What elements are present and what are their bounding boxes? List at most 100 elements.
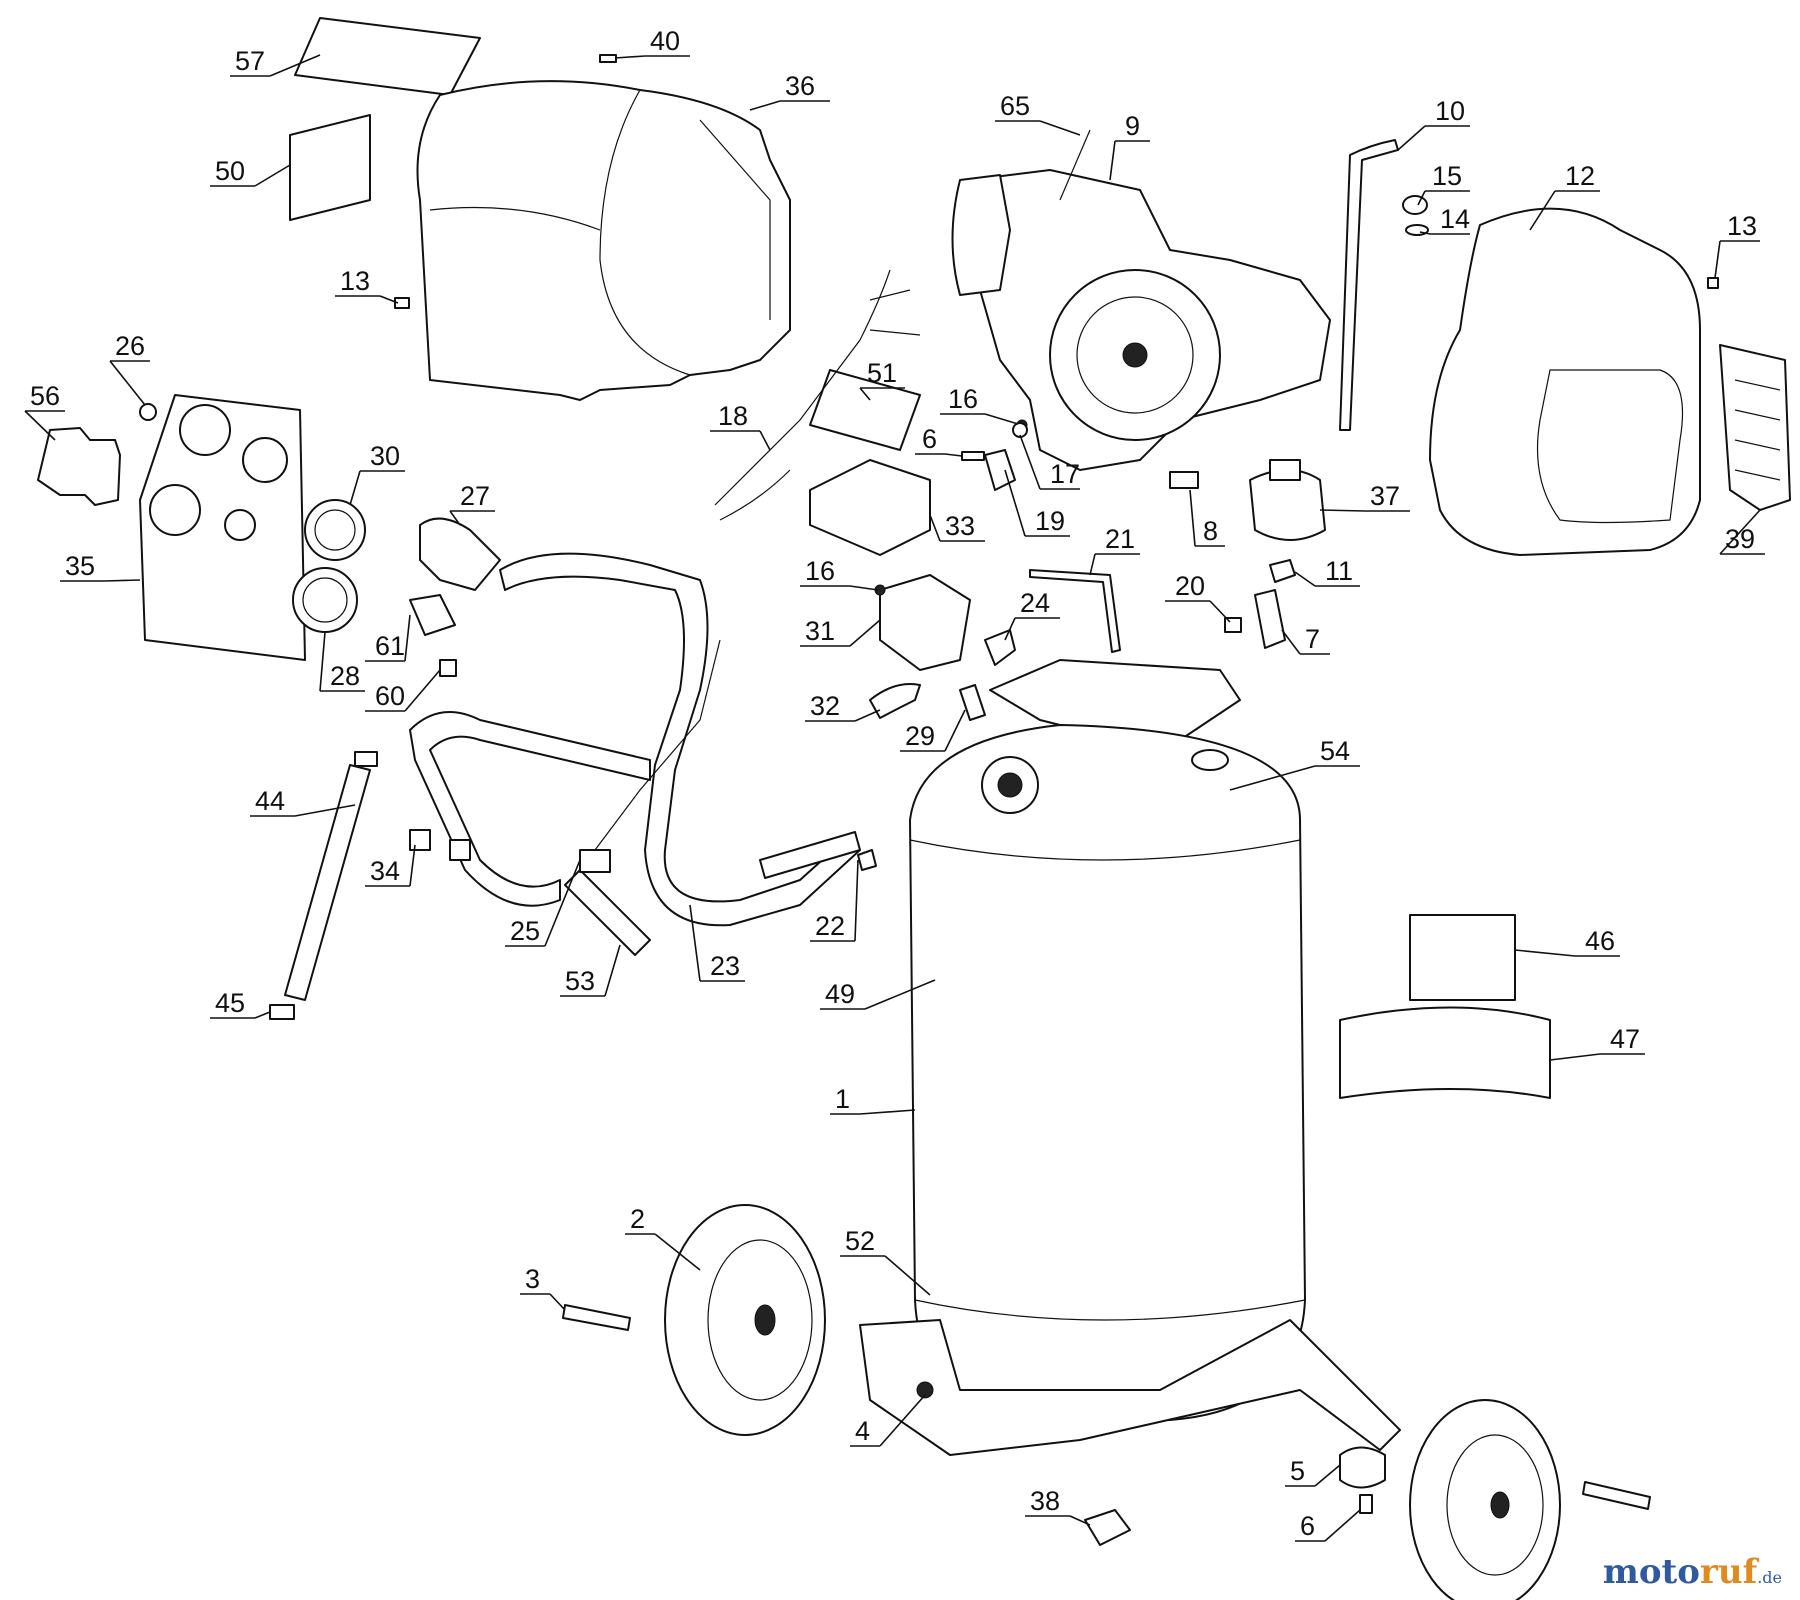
leader-line-26 <box>109 360 146 406</box>
part-label-25: 25 <box>510 916 540 946</box>
fitting-11 <box>1269 559 1296 583</box>
gauge-30-face <box>314 509 356 551</box>
part-label-13b: 13 <box>340 266 370 296</box>
axle-bolt-3 <box>562 1304 631 1331</box>
part-label-19: 19 <box>1035 506 1065 536</box>
panel-hole-3 <box>149 484 201 536</box>
part-label-21: 21 <box>1105 524 1135 554</box>
leader-line-1 <box>859 1109 916 1115</box>
watermark-part-2: ruf <box>1699 1552 1758 1592</box>
pump-hub <box>1122 342 1148 368</box>
part-label-56: 56 <box>30 381 60 411</box>
filter-cap <box>1269 459 1301 481</box>
part-label-1: 1 <box>835 1084 850 1114</box>
part-label-40: 40 <box>650 26 680 56</box>
part-label-30: 30 <box>370 441 400 471</box>
part-label-37: 37 <box>1370 481 1400 511</box>
leader-line-16 <box>984 413 1019 425</box>
part-label-6: 6 <box>922 424 937 454</box>
fitting-24 <box>984 629 1016 666</box>
leader-line-40 <box>614 55 646 59</box>
grille-slat <box>1734 379 1781 391</box>
leader-line-23 <box>689 904 701 982</box>
tube-10 <box>1339 139 1399 431</box>
leader-line-3 <box>549 1293 566 1311</box>
decal-47 <box>1339 1006 1551 1099</box>
leader-line-16b <box>849 585 879 591</box>
part-label-9: 9 <box>1125 111 1140 141</box>
drain-valve-38 <box>1084 1509 1131 1546</box>
leader-line-39 <box>1719 509 1761 555</box>
part-label-52: 52 <box>845 1226 875 1256</box>
wheel-2-rim <box>707 1239 813 1401</box>
leader-line-47 <box>1549 1053 1601 1061</box>
fitting-45 <box>269 1004 295 1020</box>
leader-line-35 <box>104 579 141 582</box>
coupler-61 <box>409 594 456 636</box>
decal-51 <box>809 369 921 451</box>
part-label-23: 23 <box>710 951 740 981</box>
bracket-top <box>989 659 1241 741</box>
bolt-6 <box>961 451 985 461</box>
wheel-right-rim <box>1446 1434 1544 1576</box>
panel-hole-2 <box>242 437 288 483</box>
grille-slat <box>1734 439 1781 451</box>
leader-line-53 <box>604 944 621 997</box>
nut-4 <box>916 1381 934 1399</box>
part-label-50: 50 <box>215 156 245 186</box>
part-label-57: 57 <box>235 46 265 76</box>
wheel-2 <box>664 1204 826 1436</box>
decal-53 <box>564 869 651 956</box>
part-label-11: 11 <box>1325 556 1353 586</box>
foot-5 <box>1339 1446 1386 1489</box>
gauge-30 <box>304 499 366 561</box>
part-label-33: 33 <box>945 511 975 541</box>
leader-line-33 <box>929 514 941 542</box>
cord-25 <box>579 639 721 871</box>
panel-hole-1 <box>179 404 231 456</box>
part-label-16: 16 <box>948 384 978 414</box>
part-label-24: 24 <box>1020 588 1050 618</box>
part-label-20: 20 <box>1175 571 1205 601</box>
leader-line-28 <box>319 631 326 692</box>
part-label-29: 29 <box>905 721 935 751</box>
tank-1-seam-bottom <box>914 1299 1306 1321</box>
part-label-14: 14 <box>1440 204 1470 234</box>
part-label-32: 32 <box>810 691 840 721</box>
part-label-28: 28 <box>330 661 360 691</box>
part-label-65: 65 <box>1000 91 1030 121</box>
leader-line-49 <box>864 979 936 1010</box>
plug-25 <box>579 849 611 873</box>
decal-46 <box>1409 914 1516 1001</box>
part-label-22: 22 <box>815 911 845 941</box>
leader-line-5 <box>1314 1464 1341 1487</box>
leader-line-6 <box>944 453 963 457</box>
leader-line-15 <box>1417 190 1426 206</box>
part-label-2: 2 <box>630 1204 645 1234</box>
washer-17 <box>1012 422 1028 438</box>
leader-line-34 <box>409 844 416 887</box>
leader-line-25 <box>544 859 581 947</box>
grille-slat <box>1734 409 1781 421</box>
leader-line-29 <box>944 709 966 752</box>
part-label-3: 3 <box>525 1264 540 1294</box>
leader-line-7 <box>1281 629 1301 655</box>
screw-40 <box>599 54 617 63</box>
axle-bolt-right <box>1582 1481 1651 1510</box>
leader-line-20 <box>1209 600 1231 623</box>
rail-22 <box>759 831 861 879</box>
leader-line-57 <box>269 54 321 77</box>
regulator-27 <box>419 517 501 591</box>
part-label-61: 61 <box>375 631 405 661</box>
clip-34b <box>449 839 471 861</box>
leader-line-19 <box>1004 469 1026 537</box>
part-label-60: 60 <box>375 681 405 711</box>
motor-fan <box>951 174 1011 296</box>
part-label-17: 17 <box>1050 459 1080 489</box>
part-label-13: 13 <box>1727 211 1757 241</box>
part-label-10: 10 <box>1435 96 1465 126</box>
tank-1 <box>909 724 1306 1421</box>
watermark: motoruf.de <box>1603 1552 1782 1592</box>
shroud-36-edge <box>699 119 771 320</box>
